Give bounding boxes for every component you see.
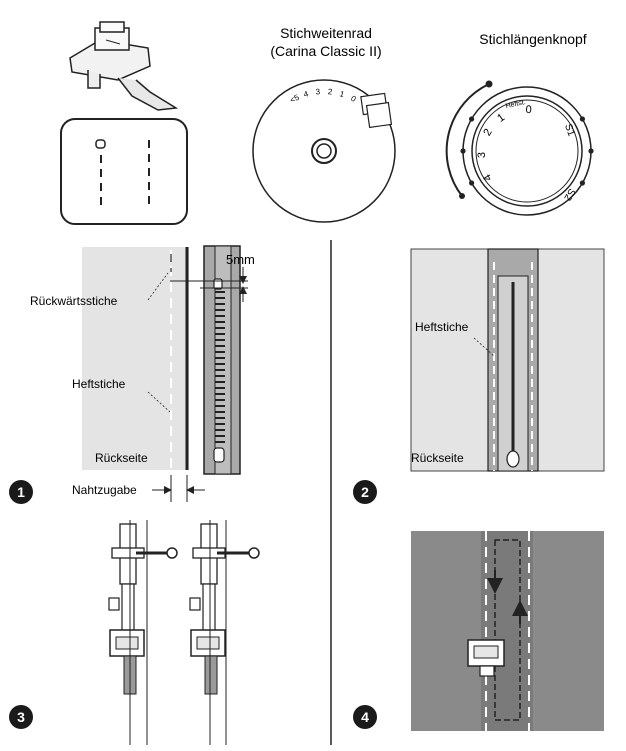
baste-label-1: Heftstiche: [72, 377, 126, 391]
reverse-side-label-1: Rückseite: [95, 451, 148, 465]
stitch-width-tick-label: 0: [349, 94, 358, 104]
back-stitch-label: Rückwärtsstiche: [30, 294, 118, 308]
stitch-width-tick-label: 1: [339, 89, 346, 99]
stitch-width-title: Stichweitenrad: [280, 25, 372, 41]
knob-detent-dot: [469, 180, 475, 186]
step3-number: 3: [17, 709, 25, 725]
stitch-length-tick-label: 0: [525, 104, 532, 116]
knob-mark-s1: S1: [562, 123, 577, 139]
stitch-plate-icon: [60, 118, 188, 225]
presser-foot-left-icon: [108, 520, 178, 745]
stitch-width-tick-label: 3: [315, 87, 321, 96]
presser-foot-right-icon: [189, 520, 260, 745]
zipper-foot-icon: [69, 21, 179, 111]
step3-panel: 3: [9, 520, 260, 745]
step2-panel: Heftstiche Rückseite 2: [353, 248, 605, 504]
fabric-left-piece: [82, 247, 189, 470]
stitch-length-title: Stichlängenknopf: [479, 31, 587, 47]
step1-panel: 5mm Rückwärtsstiche Heftstiche Rückseite…: [9, 245, 255, 504]
stitch-length-tick-label: 1: [495, 111, 507, 124]
step4-panel: 4: [353, 531, 604, 731]
stitch-width-tick-label: 2: [327, 87, 333, 96]
knob-detent-dot: [469, 116, 475, 122]
step4-badge: [353, 705, 377, 729]
stitch-length-tick-label: 3: [476, 152, 488, 158]
step2-number: 2: [361, 484, 369, 500]
step1-badge: [9, 480, 33, 504]
baste-small-label: Heftst.: [505, 99, 526, 110]
stitch-width-tick-label: <5: [288, 92, 301, 104]
stitch-width-tick-label: 4: [303, 89, 310, 99]
knob-detent-dot: [460, 148, 466, 154]
baste-label-2: Heftstiche: [415, 320, 469, 334]
knob-detent-dot: [579, 180, 586, 186]
knob-mark-s2: S2: [561, 186, 577, 202]
knob-detent-dot: [588, 148, 594, 154]
presser-foot-icon-4: [467, 639, 505, 677]
stitch-length-tick-label: 4: [481, 172, 494, 183]
reverse-side-label-2: Rückseite: [411, 451, 464, 465]
step2-badge: [353, 480, 377, 504]
stitch-length-tick-label: 2: [481, 127, 494, 138]
measure-5mm: 5mm: [226, 252, 255, 267]
stitch-length-knob: 0 12 3 4 Heftst. S1 S2: [445, 80, 594, 216]
step3-badge: [9, 705, 33, 729]
knob-detent-dot: [579, 116, 586, 122]
stitch-width-model: (Carina Classic II): [270, 43, 381, 59]
step4-number: 4: [361, 709, 369, 725]
seam-allowance-label: Nahtzugabe: [72, 483, 137, 497]
step1-number: 1: [17, 484, 25, 500]
